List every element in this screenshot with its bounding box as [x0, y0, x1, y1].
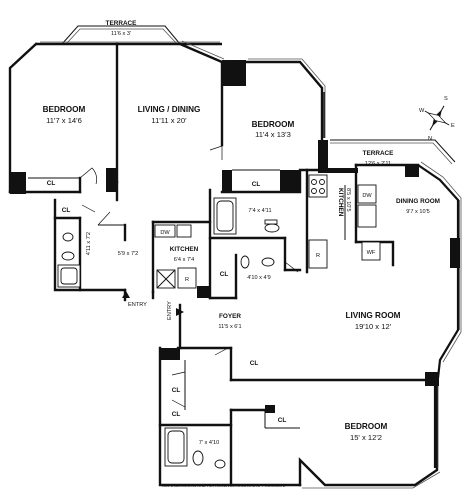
bath-4-dims: 7' x 4'10 [199, 440, 220, 446]
bedroom-2-name: BEDROOM [252, 120, 295, 129]
living-dining-name: LIVING / DINING [138, 105, 201, 114]
closet-label: CL [250, 360, 259, 367]
kitchen-right-dims: 8'5 x 10'5 [345, 188, 351, 212]
kitchen-left-name: KITCHEN [170, 246, 199, 253]
dishwasher-label: DW [160, 230, 170, 236]
foyer-dims: 11'5 x 6'1 [218, 324, 241, 330]
terrace-top-name: TERRACE [106, 20, 138, 27]
bedroom-3-dims: 15' x 12'2 [350, 433, 382, 442]
closet-labels: CL CL CL CL CL CL CL CL [47, 180, 287, 424]
small-room-dims: 5'9 x 7'2 [118, 251, 139, 257]
entry-markers [122, 291, 184, 316]
dishwasher-label: DW [362, 193, 372, 199]
closet-label: CL [172, 387, 181, 394]
closet-label: CL [220, 271, 229, 278]
kitchen-left-dims: 6'4 x 7'4 [174, 257, 195, 263]
bedroom-3-name: BEDROOM [345, 422, 388, 431]
closet-label: CL [62, 207, 71, 214]
fixtures [57, 174, 381, 469]
bedroom-2-dims: 11'4 x 13'3 [255, 130, 291, 139]
bedroom-1-name: BEDROOM [43, 105, 86, 114]
kitchen-right-name: KITCHEN [337, 188, 344, 217]
refrigerator-label: R [185, 277, 189, 283]
compass-e: E [451, 123, 455, 129]
closet-label: CL [47, 180, 56, 187]
closet-label: CL [172, 411, 181, 418]
dining-room-dims: 9'7 x 10'5 [406, 209, 430, 215]
terrace-top-dims: 11'6 x 3' [111, 31, 131, 37]
compass-s: S [444, 96, 448, 102]
washer-label: WF [367, 250, 376, 256]
refrigerator-label: R [316, 253, 320, 259]
living-room-name: LIVING ROOM [345, 311, 400, 320]
entry-label-right: ENTRY [167, 301, 173, 320]
bath-1-dims: 7'4 x 4'11 [248, 208, 271, 214]
compass-labels: N S E W [419, 96, 455, 142]
foyer-name: FOYER [219, 313, 241, 320]
bedroom-1-dims: 11'7 x 14'6 [46, 116, 82, 125]
disclaimer: ALL DIMENSIONS AND REPRESENTATIONS ARE A… [163, 483, 286, 488]
compass-rose [424, 105, 450, 131]
lower-wing-walls [158, 303, 441, 489]
compass-n: N [428, 136, 432, 142]
fixture-labels: DW R R DW WF [160, 193, 376, 283]
middle-walls [53, 188, 287, 302]
closet-label: CL [252, 181, 261, 188]
entry-label-left: ENTRY [128, 302, 147, 308]
structural-columns [10, 60, 460, 413]
bath-2-dims: 4'11 x 7'2 [86, 232, 92, 255]
entry-labels: ENTRY ENTRY [128, 301, 173, 320]
dining-room-name: DINING ROOM [396, 198, 440, 205]
terrace-right-dims: 12'6 x 2'11 [365, 161, 391, 167]
living-room-dims: 19'10 x 12' [355, 322, 392, 331]
bath-3-dims: 4'10 x 4'9 [247, 275, 271, 281]
room-labels: TERRACE 11'6 x 3' BEDROOM 11'7 x 14'6 LI… [43, 20, 440, 446]
living-dining-dims: 11'11 x 20' [151, 116, 187, 125]
closet-label: CL [278, 417, 287, 424]
compass-w: W [419, 108, 425, 114]
terrace-right-name: TERRACE [363, 150, 395, 157]
